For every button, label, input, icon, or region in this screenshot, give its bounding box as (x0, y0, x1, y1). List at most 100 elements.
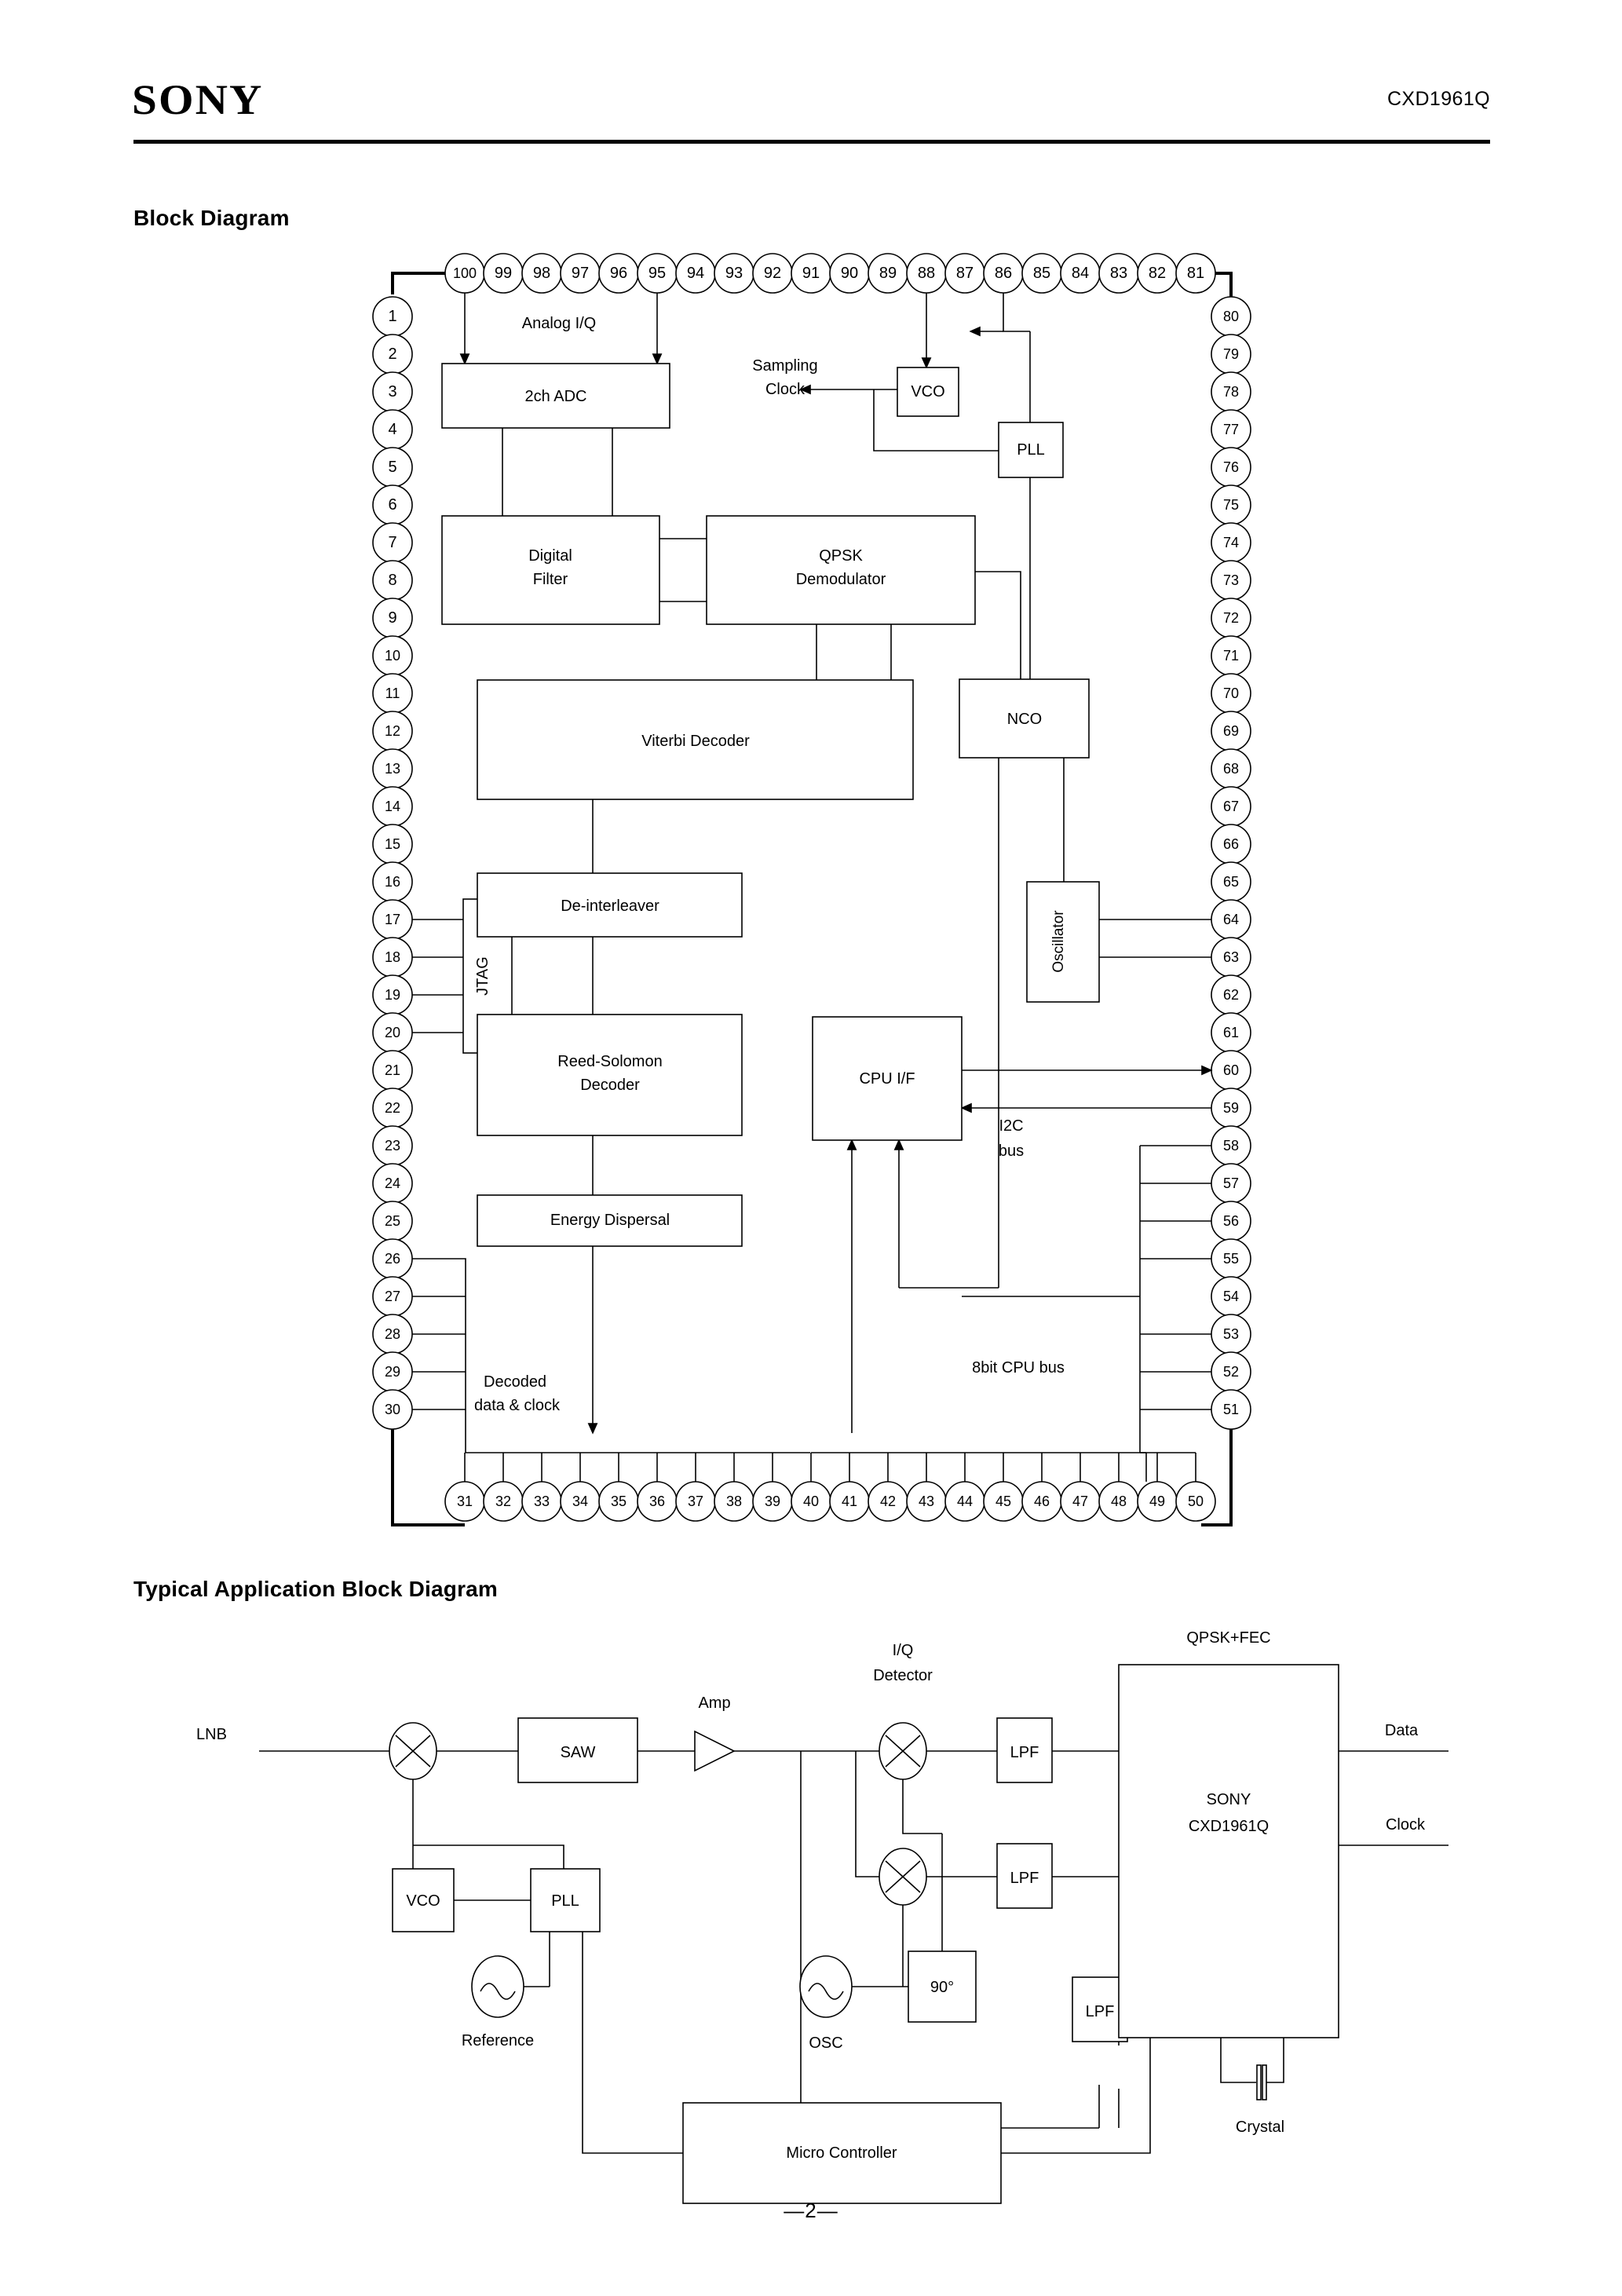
pin-bottom-16[interactable]: 47 (1060, 1481, 1101, 1522)
pin-right-21[interactable]: 59 (1211, 1088, 1251, 1128)
pin-left-6[interactable]: 7 (372, 522, 413, 563)
pin-bottom-0[interactable]: 31 (444, 1481, 485, 1522)
pin-left-12[interactable]: 13 (372, 748, 413, 789)
pin-top-11[interactable]: 89 (868, 253, 908, 294)
pin-left-22[interactable]: 23 (372, 1125, 413, 1166)
block-de-interleaver[interactable]: De-interleaver (477, 872, 743, 938)
pin-right-27[interactable]: 53 (1211, 1314, 1251, 1355)
pin-bottom-7[interactable]: 38 (714, 1481, 754, 1522)
pin-right-3[interactable]: 77 (1211, 409, 1251, 450)
block-reed-solomon-decoder[interactable]: Reed-Solomon Decoder (477, 1014, 743, 1136)
pin-right-12[interactable]: 68 (1211, 748, 1251, 789)
pin-bottom-14[interactable]: 45 (983, 1481, 1024, 1522)
block-energy-dispersal[interactable]: Energy Dispersal (477, 1194, 743, 1247)
pin-left-13[interactable]: 14 (372, 786, 413, 827)
pin-top-12[interactable]: 88 (906, 253, 947, 294)
pin-bottom-3[interactable]: 34 (560, 1481, 601, 1522)
pin-bottom-19[interactable]: 50 (1175, 1481, 1216, 1522)
block-lpf-q[interactable]: LPF (996, 1843, 1053, 1909)
pin-left-26[interactable]: 27 (372, 1276, 413, 1317)
pin-top-6[interactable]: 94 (675, 253, 716, 294)
pin-right-5[interactable]: 75 (1211, 484, 1251, 525)
pin-right-16[interactable]: 64 (1211, 899, 1251, 940)
pin-left-5[interactable]: 6 (372, 484, 413, 525)
pin-bottom-11[interactable]: 42 (868, 1481, 908, 1522)
pin-left-14[interactable]: 15 (372, 824, 413, 865)
pin-right-1[interactable]: 79 (1211, 334, 1251, 375)
pin-top-3[interactable]: 97 (560, 253, 601, 294)
pin-bottom-13[interactable]: 44 (944, 1481, 985, 1522)
pin-top-4[interactable]: 96 (598, 253, 639, 294)
pin-right-4[interactable]: 76 (1211, 447, 1251, 488)
pin-top-18[interactable]: 82 (1137, 253, 1178, 294)
pin-left-20[interactable]: 21 (372, 1050, 413, 1091)
pin-left-8[interactable]: 9 (372, 598, 413, 638)
pin-top-10[interactable]: 90 (829, 253, 870, 294)
pin-left-29[interactable]: 30 (372, 1389, 413, 1430)
pin-left-1[interactable]: 2 (372, 334, 413, 375)
pin-right-28[interactable]: 52 (1211, 1351, 1251, 1392)
mixer-i-channel[interactable] (879, 1722, 927, 1780)
pin-top-7[interactable]: 93 (714, 253, 754, 294)
pin-top-17[interactable]: 83 (1098, 253, 1139, 294)
pin-bottom-1[interactable]: 32 (483, 1481, 524, 1522)
pin-left-16[interactable]: 17 (372, 899, 413, 940)
pin-right-2[interactable]: 78 (1211, 371, 1251, 412)
pin-left-19[interactable]: 20 (372, 1012, 413, 1053)
pin-left-18[interactable]: 19 (372, 974, 413, 1015)
pin-right-20[interactable]: 60 (1211, 1050, 1251, 1091)
pin-bottom-17[interactable]: 48 (1098, 1481, 1139, 1522)
pin-right-10[interactable]: 70 (1211, 673, 1251, 714)
pin-bottom-12[interactable]: 43 (906, 1481, 947, 1522)
pin-left-24[interactable]: 25 (372, 1201, 413, 1241)
block-2ch-adc[interactable]: 2ch ADC (441, 363, 670, 429)
pin-left-3[interactable]: 4 (372, 409, 413, 450)
pin-left-21[interactable]: 22 (372, 1088, 413, 1128)
pin-left-25[interactable]: 26 (372, 1238, 413, 1279)
pin-right-13[interactable]: 67 (1211, 786, 1251, 827)
pin-bottom-5[interactable]: 36 (637, 1481, 678, 1522)
pin-right-6[interactable]: 74 (1211, 522, 1251, 563)
pin-top-19[interactable]: 81 (1175, 253, 1216, 294)
pin-bottom-15[interactable]: 46 (1021, 1481, 1062, 1522)
block-oscillator[interactable]: Oscillator (1026, 881, 1100, 1003)
pin-left-28[interactable]: 29 (372, 1351, 413, 1392)
pin-top-13[interactable]: 87 (944, 253, 985, 294)
pin-bottom-18[interactable]: 49 (1137, 1481, 1178, 1522)
pin-top-15[interactable]: 85 (1021, 253, 1062, 294)
pin-top-5[interactable]: 95 (637, 253, 678, 294)
pin-bottom-4[interactable]: 35 (598, 1481, 639, 1522)
pin-top-1[interactable]: 99 (483, 253, 524, 294)
pin-left-4[interactable]: 5 (372, 447, 413, 488)
pin-right-15[interactable]: 65 (1211, 861, 1251, 902)
block-viterbi-decoder[interactable]: Viterbi Decoder (477, 679, 914, 800)
pin-top-8[interactable]: 92 (752, 253, 793, 294)
pin-left-7[interactable]: 8 (372, 560, 413, 601)
block-saw[interactable]: SAW (517, 1717, 638, 1783)
pin-right-7[interactable]: 73 (1211, 560, 1251, 601)
pin-left-11[interactable]: 12 (372, 711, 413, 751)
pin-right-9[interactable]: 71 (1211, 635, 1251, 676)
pin-right-18[interactable]: 62 (1211, 974, 1251, 1015)
pin-top-2[interactable]: 98 (521, 253, 562, 294)
pin-left-15[interactable]: 16 (372, 861, 413, 902)
pin-right-14[interactable]: 66 (1211, 824, 1251, 865)
mixer-lnb[interactable] (389, 1722, 437, 1780)
block-micro-controller[interactable]: Micro Controller (682, 2102, 1002, 2204)
pin-top-9[interactable]: 91 (791, 253, 831, 294)
pin-top-16[interactable]: 84 (1060, 253, 1101, 294)
block-lpf-i[interactable]: LPF (996, 1717, 1053, 1783)
pin-left-2[interactable]: 3 (372, 371, 413, 412)
pin-left-17[interactable]: 18 (372, 937, 413, 978)
pin-bottom-2[interactable]: 33 (521, 1481, 562, 1522)
pin-right-17[interactable]: 63 (1211, 937, 1251, 978)
pin-right-26[interactable]: 54 (1211, 1276, 1251, 1317)
pin-right-25[interactable]: 55 (1211, 1238, 1251, 1279)
pin-right-23[interactable]: 57 (1211, 1163, 1251, 1204)
block-pll-app[interactable]: PLL (530, 1868, 601, 1932)
pin-left-9[interactable]: 10 (372, 635, 413, 676)
pin-top-14[interactable]: 86 (983, 253, 1024, 294)
block-pll[interactable]: PLL (998, 422, 1064, 478)
pin-left-10[interactable]: 11 (372, 673, 413, 714)
pin-right-0[interactable]: 80 (1211, 296, 1251, 337)
